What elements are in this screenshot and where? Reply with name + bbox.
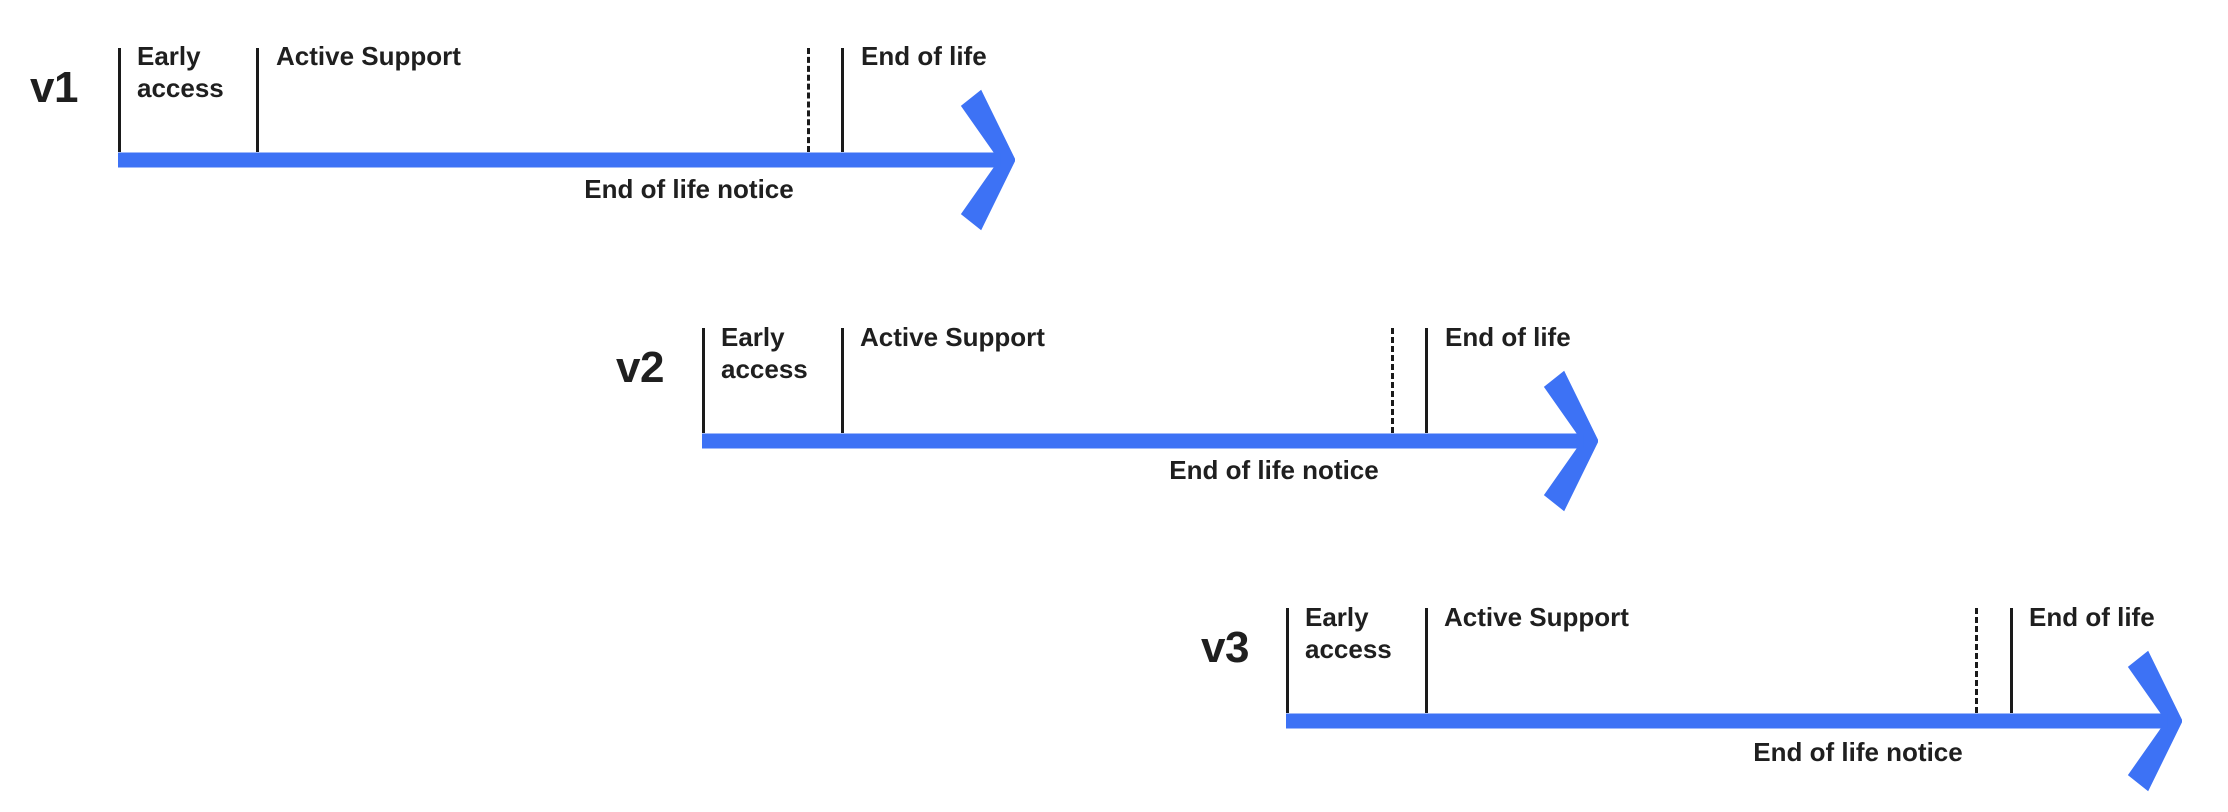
tick-early-access-start-v1	[118, 48, 121, 152]
phase-label-early-access-v3: Early access	[1305, 602, 1392, 664]
end-of-life-notice-label-v1: End of life notice	[584, 174, 794, 204]
phase-label-active-support-v3: Active Support	[1444, 602, 1629, 632]
arrow-head-v1	[960, 89, 1015, 230]
timeline-arrow-v3	[1286, 650, 2182, 791]
tick-early-access-start-v2	[702, 328, 705, 433]
tick-end-of-life-notice-start-v1	[807, 48, 810, 152]
arrow-joint-v3	[2124, 713, 2168, 728]
arrow-joint-v2	[1540, 433, 1584, 448]
version-label-v1: v1	[30, 63, 78, 112]
end-of-life-notice-label-v2: End of life notice	[1169, 455, 1379, 485]
phase-label-early-access-v1: Early access	[137, 41, 224, 103]
version-label-v2: v2	[616, 343, 664, 392]
tick-active-support-start-v2	[841, 328, 844, 433]
tick-end-of-life-notice-start-v3	[1975, 608, 1978, 713]
phase-label-end-of-life-v3: End of life	[2029, 602, 2155, 632]
tick-end-of-life-start-v2	[1425, 328, 1428, 433]
tick-end-of-life-start-v1	[841, 48, 844, 152]
timeline-arrow-v1	[118, 89, 1015, 230]
version-label-v3: v3	[1201, 623, 1249, 672]
arrow-head-v3	[2127, 650, 2182, 791]
arrow-joint-v1	[957, 152, 1001, 167]
phase-label-end-of-life-v1: End of life	[861, 41, 987, 71]
tick-end-of-life-notice-start-v2	[1391, 328, 1394, 433]
arrow-head-v2	[1543, 370, 1598, 511]
phase-label-active-support-v1: Active Support	[276, 41, 461, 71]
phase-label-end-of-life-v2: End of life	[1445, 322, 1571, 352]
timeline-arrow-v2	[702, 370, 1598, 511]
phase-label-early-access-v2: Early access	[721, 322, 808, 384]
arrow-shaft-v3	[1286, 713, 2126, 728]
arrow-shaft-v2	[702, 433, 1542, 448]
tick-end-of-life-start-v3	[2010, 608, 2013, 713]
phase-label-active-support-v2: Active Support	[860, 322, 1045, 352]
arrow-shaft-v1	[118, 152, 959, 167]
tick-active-support-start-v3	[1425, 608, 1428, 713]
end-of-life-notice-label-v3: End of life notice	[1753, 737, 1963, 767]
tick-active-support-start-v1	[256, 48, 259, 152]
tick-early-access-start-v3	[1286, 608, 1289, 713]
